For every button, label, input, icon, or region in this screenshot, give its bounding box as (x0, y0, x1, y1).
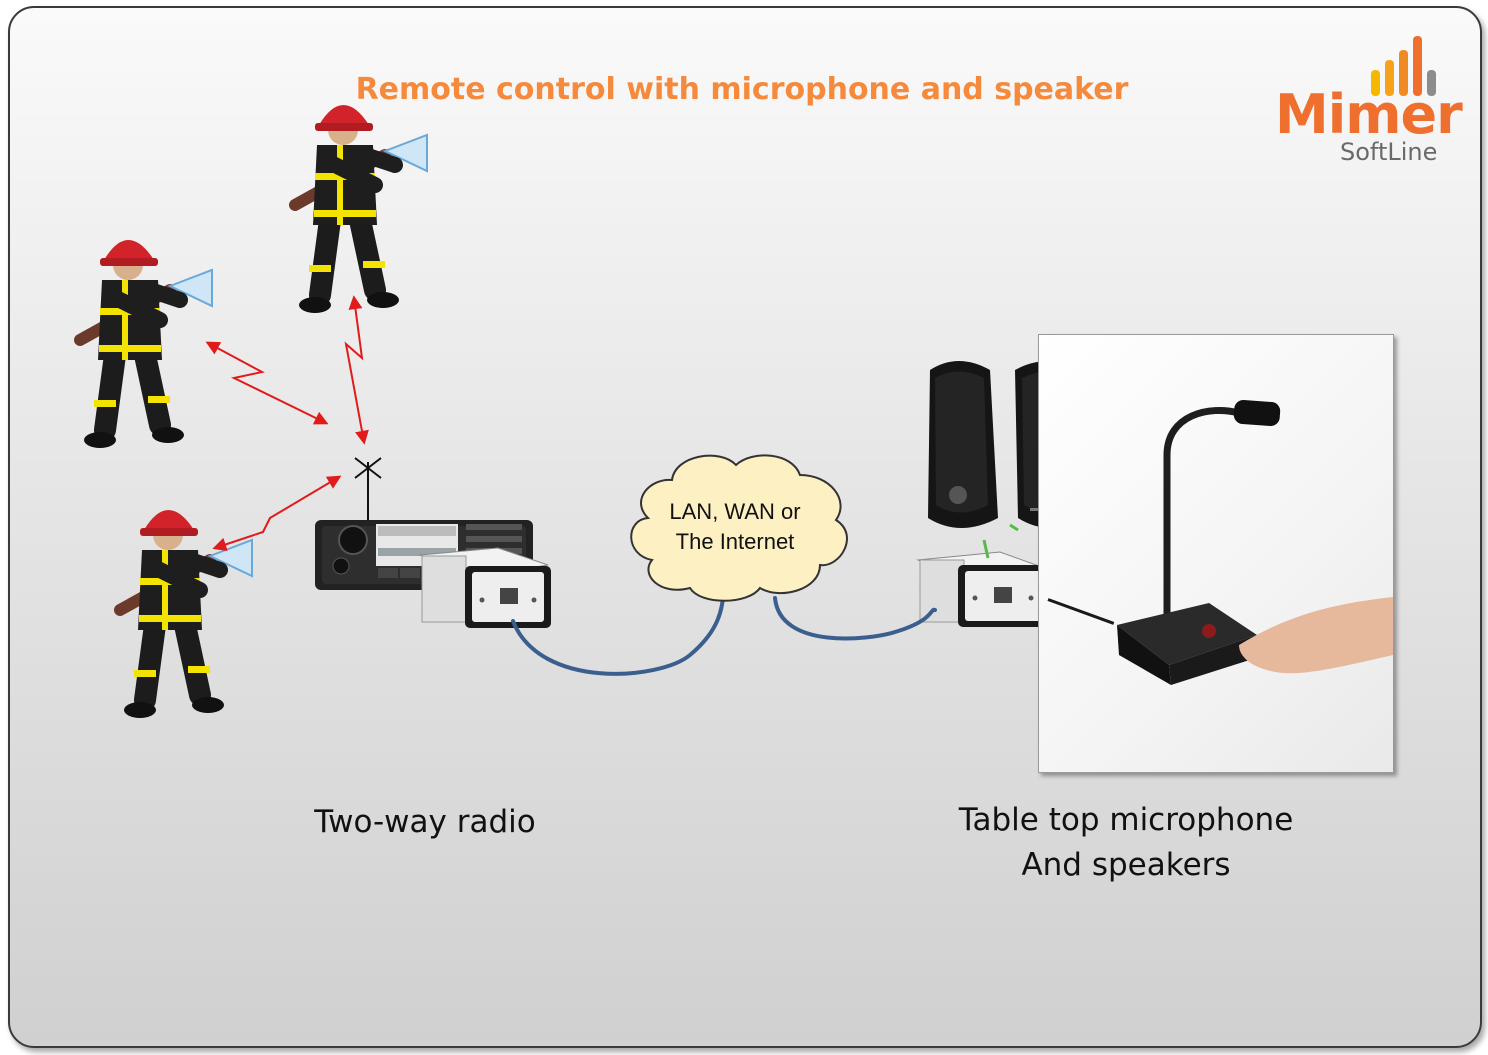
diagram-title: Remote control with microphone and speak… (355, 72, 1129, 107)
logo-subtitle: SoftLine (1340, 138, 1438, 166)
network-cables (511, 586, 937, 676)
caption-microphone-line-1: Table top microphone (958, 802, 1294, 838)
network-cloud-icon (630, 454, 848, 602)
logo-bars-icon (1371, 36, 1436, 96)
interface-box-radio (418, 547, 551, 628)
cable-cloud-to-box (773, 596, 937, 641)
radio-link-top (344, 295, 369, 445)
firefighter-bottom (120, 510, 252, 718)
desk-microphone-icon (1117, 400, 1393, 685)
desk-microphone-photo (1038, 334, 1394, 773)
speaker-green-cable (982, 539, 990, 559)
radio-link-bottom (212, 475, 342, 552)
network-cloud-label: LAN, WAN or The Internet (640, 497, 830, 557)
firefighter-top (295, 105, 427, 313)
cable-radio-to-cloud (511, 586, 726, 676)
radio-link-left (205, 341, 329, 425)
caption-microphone-line-2: And speakers (1021, 847, 1231, 883)
firefighter-left (80, 240, 212, 448)
antenna-icon (354, 457, 382, 520)
cloud-line-2: The Internet (675, 529, 795, 554)
cloud-line-1: LAN, WAN or (669, 499, 801, 524)
radio-links (205, 295, 369, 552)
caption-microphone: Table top microphone And speakers (920, 798, 1332, 888)
logo-name: Mimer (1275, 83, 1463, 146)
interface-box-speakers (916, 551, 1051, 627)
mimer-logo: Mimer SoftLine (1270, 30, 1463, 180)
caption-two-way-radio: Two-way radio (314, 804, 536, 840)
speaker-left-icon (928, 361, 998, 528)
